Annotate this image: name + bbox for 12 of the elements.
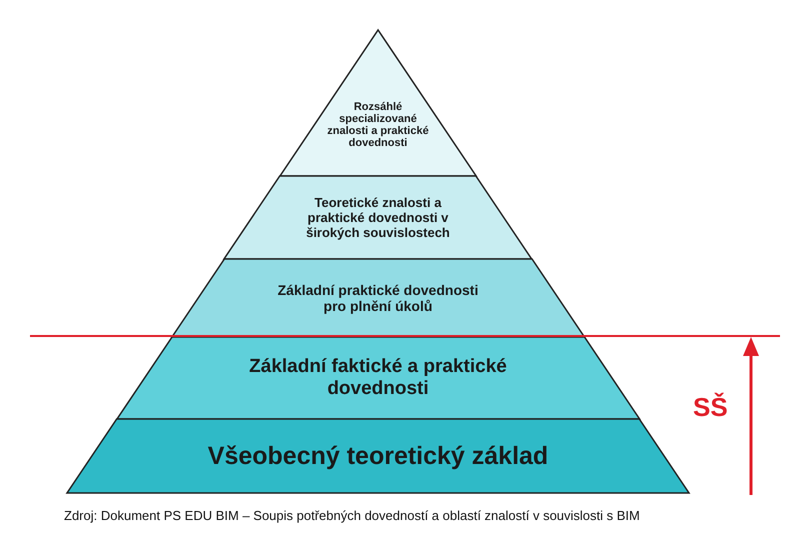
pyramid-tier (116, 337, 640, 419)
pyramid-tier (67, 419, 689, 493)
pyramid-tier (224, 176, 532, 259)
pyramid-top-tier (280, 30, 476, 176)
tier-text: Rozsáhlé specializované znalosti a praktické dovednosti (326, 101, 430, 149)
tier-text: Základní praktické dovednosti pro plnění úkolů (276, 282, 480, 314)
tier-text: Všeobecný teoretický základ (206, 442, 550, 470)
pyramid-tier (172, 259, 584, 337)
caption: Zdroj: Dokument PS EDU BIM – Soupis potřebných dovedností a oblastí znalostí v souvislosti s BIM (64, 508, 640, 523)
tier-text: Základní faktické a praktické dovednosti (248, 356, 508, 400)
tier-text: Teoretické znalosti a praktické dovednosti v širokých souvislostech (305, 195, 451, 240)
level-label: SŠ (693, 392, 728, 423)
